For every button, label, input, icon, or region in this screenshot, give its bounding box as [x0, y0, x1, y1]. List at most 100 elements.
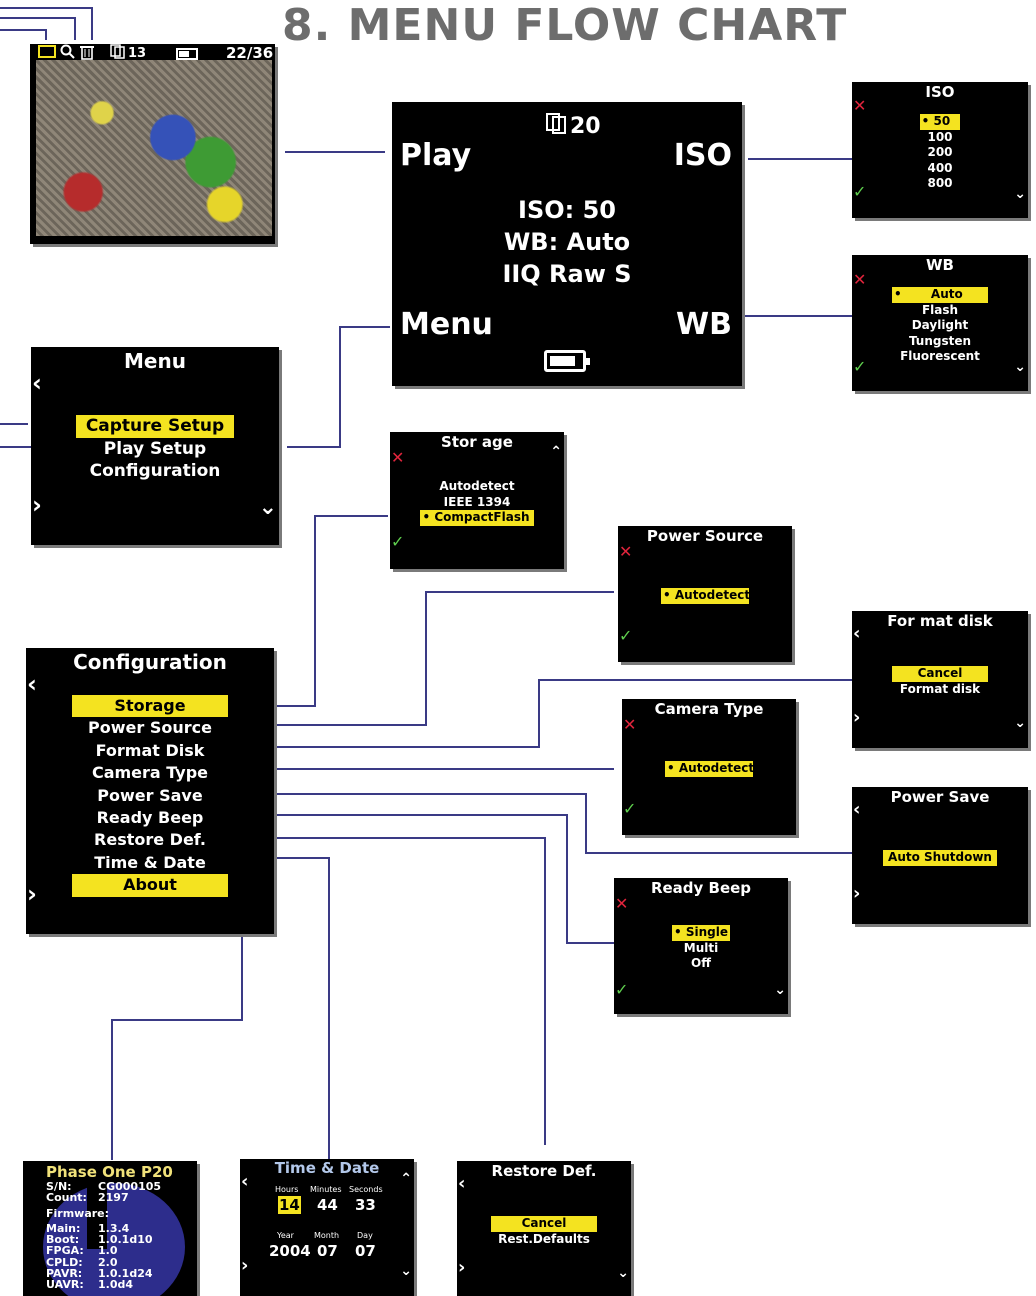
cancel-icon[interactable]: ✕: [853, 270, 867, 289]
chevron-left-icon[interactable]: ‹: [853, 799, 861, 820]
storage-option[interactable]: Autodetect: [439, 479, 515, 493]
time-date-screen: Time & Date ‹ ⌃ Hours Minutes Seconds 14…: [240, 1159, 414, 1296]
time-date-title: Time & Date: [274, 1159, 380, 1177]
storage-option[interactable]: IEEE 1394: [443, 494, 511, 509]
config-item-power-save[interactable]: Power Save: [97, 785, 203, 805]
day-value[interactable]: 07: [355, 1242, 376, 1260]
config-item-storage[interactable]: Storage: [72, 695, 228, 718]
wb-menu: WB ✕ • Auto Flash Daylight Tungsten Fluo…: [852, 255, 1028, 391]
power-save-option[interactable]: Auto Shutdown: [883, 850, 997, 866]
ready-beep-option[interactable]: • Single: [672, 925, 730, 941]
iso-option[interactable]: 200: [927, 145, 953, 159]
format-disk-option[interactable]: Format disk: [899, 681, 981, 696]
wb-option[interactable]: Tungsten: [908, 333, 972, 348]
menu-item-capture-setup[interactable]: Capture Setup: [76, 415, 234, 438]
main-screen: 20 Play ISO ISO: 50 WB: Auto IIQ Raw S M…: [392, 102, 742, 386]
play-label[interactable]: Play: [400, 138, 472, 173]
chevron-left-icon[interactable]: ‹: [32, 369, 42, 397]
chevron-right-icon[interactable]: ›: [241, 1255, 249, 1276]
iso-option[interactable]: 800: [927, 176, 953, 190]
menu-item-play-setup[interactable]: Play Setup: [103, 438, 207, 459]
cancel-icon[interactable]: ✕: [853, 96, 867, 115]
confirm-icon[interactable]: ✓: [615, 980, 629, 999]
fw-label: CPLD:: [46, 1255, 83, 1269]
chevron-right-icon[interactable]: ›: [32, 491, 42, 519]
chevron-right-icon[interactable]: ›: [27, 880, 37, 908]
power-source-option[interactable]: • Autodetect: [661, 588, 751, 604]
power-source-title: Power Source: [646, 527, 764, 545]
seconds-label: Seconds: [349, 1185, 383, 1194]
frames-icon: [546, 113, 566, 134]
chevron-down-icon[interactable]: ⌄: [1014, 359, 1026, 375]
chevron-left-icon[interactable]: ‹: [853, 623, 861, 644]
year-value[interactable]: 2004: [269, 1242, 311, 1260]
cancel-icon[interactable]: ✕: [615, 894, 629, 913]
config-item-format-disk[interactable]: Format Disk: [95, 740, 205, 760]
ready-beep-title: Ready Beep: [650, 879, 752, 897]
year-label: Year: [277, 1231, 294, 1240]
ready-beep-option[interactable]: Multi: [683, 940, 719, 955]
wb-option[interactable]: Fluorescent: [900, 349, 980, 363]
wb-option[interactable]: Flash: [921, 302, 959, 317]
chevron-left-icon[interactable]: ‹: [27, 670, 37, 698]
config-item-time-date[interactable]: Time & Date: [94, 852, 206, 872]
wb-status: WB: Auto: [503, 228, 631, 256]
iso-option[interactable]: 400: [927, 160, 953, 175]
chevron-down-icon[interactable]: ⌄: [774, 982, 786, 998]
chevron-down-icon[interactable]: ⌄: [617, 1265, 629, 1281]
hours-value[interactable]: 14: [278, 1196, 301, 1214]
frames-badge: 20: [570, 114, 601, 139]
format-disk-option[interactable]: Cancel: [892, 666, 988, 682]
format-disk-title: For mat disk: [887, 612, 993, 630]
iso-option[interactable]: 100: [927, 129, 953, 144]
month-value[interactable]: 07: [317, 1242, 338, 1260]
chevron-up-icon[interactable]: ⌃: [400, 1171, 412, 1187]
chevron-up-icon[interactable]: ⌃: [550, 444, 562, 460]
menu-item-configuration[interactable]: Configuration: [89, 461, 221, 481]
chevron-right-icon[interactable]: ›: [458, 1257, 466, 1278]
ready-beep-option[interactable]: Off: [691, 956, 711, 970]
cancel-icon[interactable]: ✕: [623, 715, 637, 734]
cancel-icon[interactable]: ✕: [619, 542, 633, 561]
cancel-icon[interactable]: ✕: [391, 448, 405, 467]
confirm-icon[interactable]: ✓: [619, 626, 633, 645]
chevron-down-icon[interactable]: ⌄: [400, 1263, 412, 1279]
storage-option[interactable]: • CompactFlash: [420, 510, 534, 526]
confirm-icon[interactable]: ✓: [623, 799, 637, 818]
confirm-icon[interactable]: ✓: [853, 182, 867, 201]
restore-def-option[interactable]: Rest.Defaults: [498, 1231, 590, 1246]
iso-label[interactable]: ISO: [673, 138, 732, 173]
confirm-icon[interactable]: ✓: [391, 532, 405, 551]
wb-label[interactable]: WB: [676, 307, 732, 342]
config-item-camera-type[interactable]: Camera Type: [91, 763, 209, 783]
seconds-value[interactable]: 33: [355, 1196, 376, 1214]
wb-option[interactable]: • Auto: [892, 287, 988, 303]
frames-count: 13: [128, 46, 147, 61]
camera-type-option[interactable]: • Autodetect: [665, 761, 755, 777]
chevron-left-icon[interactable]: ‹: [241, 1171, 249, 1192]
minutes-value[interactable]: 44: [317, 1196, 338, 1214]
iso-option[interactable]: • 50: [919, 114, 961, 130]
chevron-down-icon[interactable]: ⌄: [258, 495, 277, 520]
config-item-power-source[interactable]: Power Source: [88, 718, 212, 738]
restore-def-option[interactable]: Cancel: [491, 1216, 597, 1232]
config-item-about[interactable]: About: [72, 874, 228, 897]
wb-option[interactable]: Daylight: [911, 318, 969, 332]
chevron-left-icon[interactable]: ‹: [458, 1173, 466, 1194]
chevron-right-icon[interactable]: ›: [853, 707, 861, 728]
config-item-ready-beep[interactable]: Ready Beep: [96, 808, 204, 828]
config-item-restore-def[interactable]: Restore Def.: [94, 830, 206, 850]
configuration-title: Configuration: [73, 650, 227, 674]
fw-value: 1.0.1d24: [98, 1267, 153, 1281]
format-disk-menu: For mat disk ‹ Cancel Format disk › ⌄: [852, 611, 1028, 748]
iso-menu-title: ISO: [925, 83, 955, 101]
fw-label: UAVR:: [46, 1278, 84, 1292]
storage-menu: Stor age ✕ ⌃ Autodetect IEEE 1394 • Comp…: [390, 432, 564, 569]
chevron-right-icon[interactable]: ›: [853, 883, 861, 904]
fw-label: Boot:: [46, 1233, 80, 1247]
chevron-down-icon[interactable]: ⌄: [1014, 715, 1026, 731]
fw-value: 1.3.4: [98, 1221, 130, 1235]
menu-label[interactable]: Menu: [400, 307, 493, 342]
confirm-icon[interactable]: ✓: [853, 357, 867, 376]
chevron-down-icon[interactable]: ⌄: [1014, 186, 1026, 202]
